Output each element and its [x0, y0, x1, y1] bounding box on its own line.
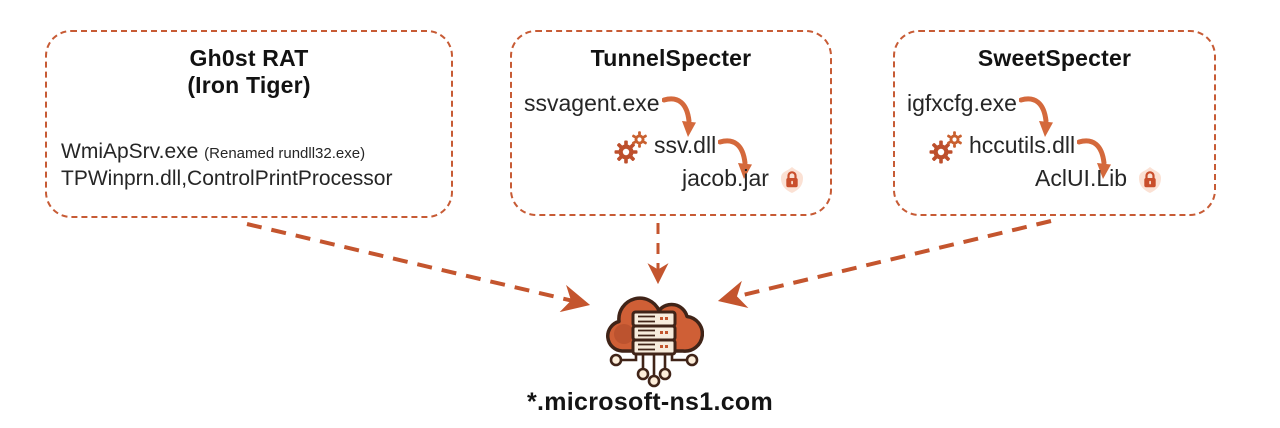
file-name: igfxcfg.exe	[907, 89, 1017, 116]
gears-icon	[614, 131, 647, 164]
cloud-server-icon	[606, 296, 704, 388]
malware-title-line1: Gh0st RAT	[189, 45, 309, 71]
gears-icon	[929, 131, 962, 164]
file-list: WmiApSrv.exe (Renamed rundll32.exe) TPWi…	[61, 138, 392, 193]
malware-title-line2: (Iron Tiger)	[187, 72, 311, 99]
chain-step: ssvagent.exe	[524, 80, 696, 137]
file-line: TPWinprn.dll,ControlPrintProcessor	[61, 167, 393, 191]
curved-arrow-icon	[661, 96, 696, 137]
curved-arrow-icon	[1018, 96, 1053, 137]
chain-step: ssv.dll	[614, 122, 753, 179]
file-name: jacob.jar	[682, 164, 769, 191]
file-name: WmiApSrv.exe	[61, 140, 199, 163]
malware-title: TunnelSpecter	[590, 45, 752, 71]
malware-box-tunnelspecter: TunnelSpecter ssvagent.exe	[510, 30, 832, 216]
curved-arrow-icon	[1077, 138, 1112, 179]
file-name: hccutils.dll	[969, 131, 1076, 158]
chain-step: jacob.jar	[682, 163, 807, 193]
malware-title: SweetSpecter	[977, 45, 1132, 71]
lock-icon	[780, 167, 803, 193]
chain-step: AclUI.Lib	[1035, 163, 1165, 193]
chain-step: hccutils.dll	[929, 122, 1112, 179]
lock-icon	[1139, 167, 1162, 193]
file-note: (Renamed rundll32.exe)	[204, 145, 366, 162]
file-name: ssvagent.exe	[524, 89, 660, 116]
curved-arrow-icon	[718, 138, 753, 179]
file-name: AclUI.Lib	[1035, 164, 1128, 191]
file-name: ssv.dll	[654, 131, 717, 158]
malware-title: Gh0st RAT (Iron Tiger)	[53, 45, 445, 99]
malware-box-gh0st-rat: Gh0st RAT (Iron Tiger) WmiApSrv.exe (Ren…	[45, 30, 453, 218]
chain-step: igfxcfg.exe	[907, 80, 1053, 137]
malware-box-sweetspecter: SweetSpecter igfxcfg.exe	[893, 30, 1216, 216]
file-line: WmiApSrv.exe (Renamed rundll32.exe)	[61, 138, 392, 165]
c2-domain-label: *.microsoft-ns1.com	[526, 388, 774, 416]
